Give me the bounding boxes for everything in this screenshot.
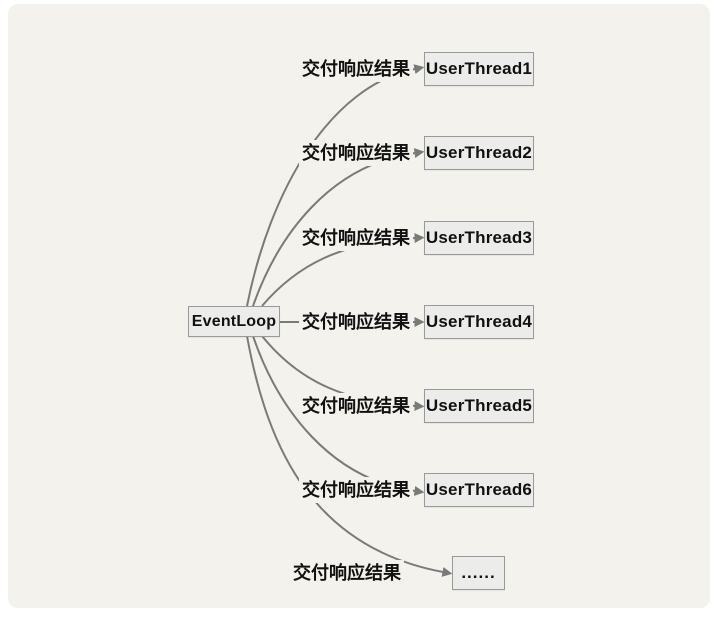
edge-label-deliver-result-4: 交付响应结果 (299, 309, 413, 335)
edge-label-deliver-result-3: 交付响应结果 (299, 225, 413, 251)
node-userthread5: UserThread5 (424, 389, 534, 423)
node-userthread4: UserThread4 (424, 305, 534, 339)
node-eventloop: EventLoop (188, 306, 280, 337)
node-userthread1: UserThread1 (424, 52, 534, 86)
edge-label-deliver-result-6: 交付响应结果 (299, 477, 413, 503)
edge-label-deliver-result-1: 交付响应结果 (299, 56, 413, 82)
edge-label-deliver-result-5: 交付响应结果 (299, 393, 413, 419)
diagram-canvas (8, 4, 710, 608)
node-ellipsis: ...... (452, 556, 505, 590)
node-userthread6: UserThread6 (424, 473, 534, 507)
edge-label-deliver-result-7: 交付响应结果 (290, 560, 404, 586)
edge-label-deliver-result-2: 交付响应结果 (299, 140, 413, 166)
node-userthread3: UserThread3 (424, 221, 534, 255)
node-userthread2: UserThread2 (424, 136, 534, 170)
